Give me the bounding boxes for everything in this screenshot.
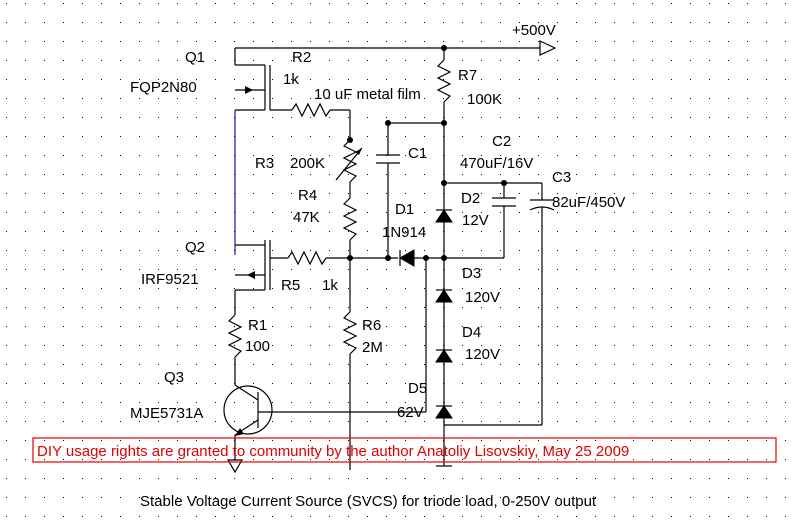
c3-value: 82uF/450V [552,194,625,211]
c1-ref: C1 [408,145,427,162]
ground-icon [226,459,244,474]
c2-value: 470uF/16V [460,155,533,172]
caption: Stable Voltage Current Source (SVCS) for… [140,493,597,510]
q2-ref: Q2 [185,239,205,256]
c2-c3-network [444,180,555,426]
supply-arrow-icon [539,40,557,56]
q1-ref: Q1 [185,49,205,66]
r4-value: 47K [293,209,320,226]
r5-ref: R5 [281,277,300,294]
d5-value: 62V [397,404,424,421]
r1-ref: R1 [248,317,267,334]
r6-value: 2M [362,339,383,356]
q3-part: MJE5731A [130,405,203,422]
q1-part: FQP2N80 [130,79,197,96]
supply-label: +500V [512,22,556,39]
d4-ref: D4 [462,324,481,341]
r3-potentiometer [335,139,363,198]
d2-value: 12V [462,212,489,229]
q2-symbol [234,240,288,315]
d5-ref: D5 [408,380,427,397]
r1-value: 100 [245,338,270,355]
r2-resistor [291,102,353,143]
r6-ref: R6 [362,317,381,334]
zener-stack [435,183,453,467]
d4-value: 120V [465,346,500,363]
d1-diode [350,249,444,412]
d1-part: 1N914 [382,224,426,241]
r4-ref: R4 [298,187,317,204]
notice-text: DIY usage rights are granted to communit… [37,443,629,460]
c3-ref: C3 [552,169,571,186]
r3-value: 200K [290,155,325,172]
c1-note: 10 uF metal film [314,86,421,103]
r7-ref: R7 [458,67,477,84]
r3-ref: R3 [255,155,274,172]
r1-resistor [227,314,243,385]
q3-symbol [223,384,426,474]
r5-value: 1k [322,277,338,294]
notice-banner: DIY usage rights are granted to communit… [32,437,777,463]
r7-value: 100K [467,91,502,108]
q2-part: IRF9521 [141,271,199,288]
d1-ref: D1 [395,201,414,218]
r2-value: 1k [283,71,299,88]
r2-ref: R2 [292,49,311,66]
d3-value: 120V [465,289,500,306]
d2-ref: D2 [461,190,480,207]
q3-ref: Q3 [164,369,184,386]
r7-resistor [436,48,452,186]
d3-ref: D3 [462,265,481,282]
r5-resistor [287,250,350,266]
q1-symbol [234,48,292,255]
c2-ref: C2 [492,133,511,150]
